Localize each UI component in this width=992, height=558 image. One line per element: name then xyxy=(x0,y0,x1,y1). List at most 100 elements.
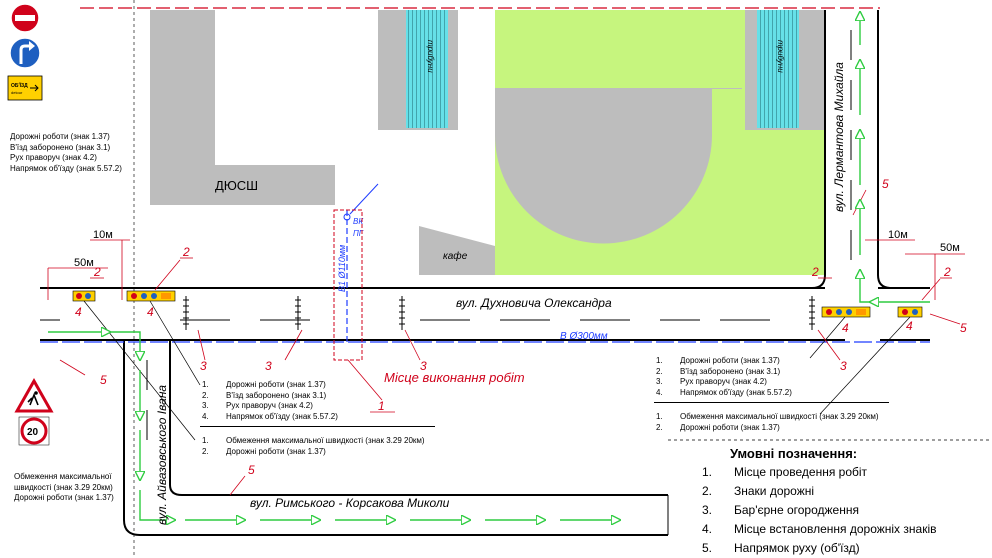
note-line: Дорожні роботи (знак 1.37) xyxy=(10,132,110,141)
no-entry-icon xyxy=(10,3,40,33)
work-site-label: Місце виконання робіт xyxy=(384,370,525,385)
note-line: Рух праворуч (знак 4.2) xyxy=(680,377,767,386)
note-num: 1. xyxy=(202,436,209,445)
dist-10m-left: 10м xyxy=(93,229,113,241)
note-line: Напрямок об'їзду (знак 5.57.2) xyxy=(680,387,792,397)
note-line: Рух праворуч (знак 4.2) xyxy=(10,153,97,162)
pipe-water-label: В Ø300мм xyxy=(560,331,608,342)
sign-cluster-left-1 xyxy=(72,290,96,302)
callout-4-a: 4 xyxy=(75,305,82,319)
barrier-c xyxy=(399,296,405,330)
well-pg-label: ПГ xyxy=(353,229,364,238)
well-vk xyxy=(343,213,351,221)
road-aivazovskoho-east-edge xyxy=(169,340,668,496)
legend-item: 1.Місце проведення робіт xyxy=(702,463,936,482)
note-num: 2. xyxy=(656,422,663,432)
pipe-sewer-label: В1 Ø110мм xyxy=(337,245,347,292)
note-num: 2. xyxy=(202,446,209,456)
legend-item-text: Знаки дорожні xyxy=(734,484,815,498)
note-top-left: Дорожні роботи (знак 1.37) В'їзд заборон… xyxy=(10,132,122,174)
legend-item-num: 3. xyxy=(702,503,713,517)
legend-item-num: 2. xyxy=(702,484,713,498)
note-line: Дорожні роботи (знак 1.37) xyxy=(226,446,326,456)
svg-text:detour: detour xyxy=(11,90,23,95)
road-works-icon xyxy=(14,377,54,413)
legend-item-num: 5. xyxy=(702,541,713,555)
sign-cluster-right-2 xyxy=(897,306,923,318)
note-line: Обмеження максимальної xyxy=(14,472,112,481)
note-line: Дорожні роботи (знак 1.37) xyxy=(14,493,114,502)
note-num: 1. xyxy=(656,356,663,365)
note-num: 4. xyxy=(202,411,209,421)
building-dyussh-label: ДЮСШ xyxy=(215,178,258,193)
legend: Умовні позначення: 1.Місце проведення ро… xyxy=(702,446,936,558)
road-markings xyxy=(40,30,852,440)
note-line: Дорожні роботи (знак 1.37) xyxy=(226,380,326,389)
street-rimskoho: вул. Римського - Корсакова Миколи xyxy=(250,496,450,510)
callout-5-a: 5 xyxy=(100,373,107,387)
speed-limit-icon: 20 xyxy=(18,416,50,446)
legend-item-text: Місце встановлення дорожніх знаків xyxy=(734,522,937,536)
stadium-stand xyxy=(495,88,712,244)
callout-4-d: 4 xyxy=(906,319,913,333)
callout-2-b: 2 xyxy=(182,245,190,259)
callout-1-leader xyxy=(347,359,383,401)
note-bottom-left: Обмеження максимальної швидкості (знак 3… xyxy=(14,472,114,504)
note-num: 2. xyxy=(202,390,209,400)
note-num: 4. xyxy=(656,387,663,397)
road-lermontova-west-edge xyxy=(811,10,826,289)
note-line: В'їзд заборонено (знак 3.1) xyxy=(680,366,781,376)
legend-item-num: 4. xyxy=(702,522,713,536)
callout-4-b: 4 xyxy=(147,305,154,319)
callout-1-number: 1 xyxy=(378,399,385,413)
callout-2-a: 2 xyxy=(93,265,101,279)
callout-3-b: 3 xyxy=(265,359,272,373)
callout-3-c: 3 xyxy=(420,359,427,373)
tribune-left-label: трибуни xyxy=(426,40,435,73)
building-cafe xyxy=(419,226,495,275)
tribune-right xyxy=(757,10,799,128)
note-line: Обмеження максимальної швидкості (знак 3… xyxy=(680,412,879,421)
stadium-corner xyxy=(712,88,742,89)
callout-4-c: 4 xyxy=(842,321,849,335)
dist-50m-right: 50м xyxy=(940,242,960,254)
note-line: Рух праворуч (знак 4.2) xyxy=(226,401,313,410)
note-center-speed: 1. Обмеження максимальної швидкості (знак… xyxy=(202,436,425,457)
callout-3-d: 3 xyxy=(840,359,847,373)
building-cafe-label: кафе xyxy=(443,250,468,262)
speed-limit-value: 20 xyxy=(27,427,39,438)
legend-item-text: Місце проведення робіт xyxy=(734,465,868,479)
note-line: Обмеження максимальної швидкості (знак 3… xyxy=(226,436,425,445)
street-aivazovskoho: вул. Айвазовського Івана xyxy=(155,385,169,525)
sign-cluster-right-1 xyxy=(821,306,871,318)
legend-item-text: Бар'єрне огородження xyxy=(734,503,859,517)
note-num: 1. xyxy=(202,380,209,389)
callout-3-a: 3 xyxy=(200,359,207,373)
note-right-divider xyxy=(654,402,889,403)
legend-item: 2. Знаки дорожні xyxy=(702,482,936,501)
well-vk-label: ВК xyxy=(353,217,364,226)
street-lermontova: вул. Лермантова Михайла xyxy=(832,62,846,212)
note-line: Дорожні роботи (знак 1.37) xyxy=(680,356,780,365)
street-dukhnovycha: вул. Духновича Олександра xyxy=(456,296,612,310)
distance-markers xyxy=(47,239,965,300)
callout-5-d: 5 xyxy=(960,321,967,335)
note-line: швидкості (знак 3.29 20км) xyxy=(14,482,113,492)
note-num: 3. xyxy=(656,377,663,386)
barrier-a xyxy=(183,296,189,330)
tribune-right-label: трибуни xyxy=(776,40,785,73)
callout-5-b-leader xyxy=(229,475,246,496)
barrier-b xyxy=(295,296,301,330)
legend-title: Умовні позначення: xyxy=(730,446,858,461)
note-num: 2. xyxy=(656,366,663,376)
callout-2-c: 2 xyxy=(811,265,819,279)
note-line: Дорожні роботи (знак 1.37) xyxy=(680,422,780,432)
turn-right-icon xyxy=(9,37,41,69)
callout-2-d: 2 xyxy=(943,265,951,279)
legend-item-text: Напрямок руху (об'їзд) xyxy=(734,541,860,555)
legend-item: 3. Бар'єрне огородження xyxy=(702,501,936,520)
barrier-d xyxy=(809,296,815,330)
svg-text:ОБ'ЇЗД: ОБ'ЇЗД xyxy=(11,82,28,89)
detour-sign-icon: ОБ'ЇЗД detour xyxy=(7,75,43,101)
